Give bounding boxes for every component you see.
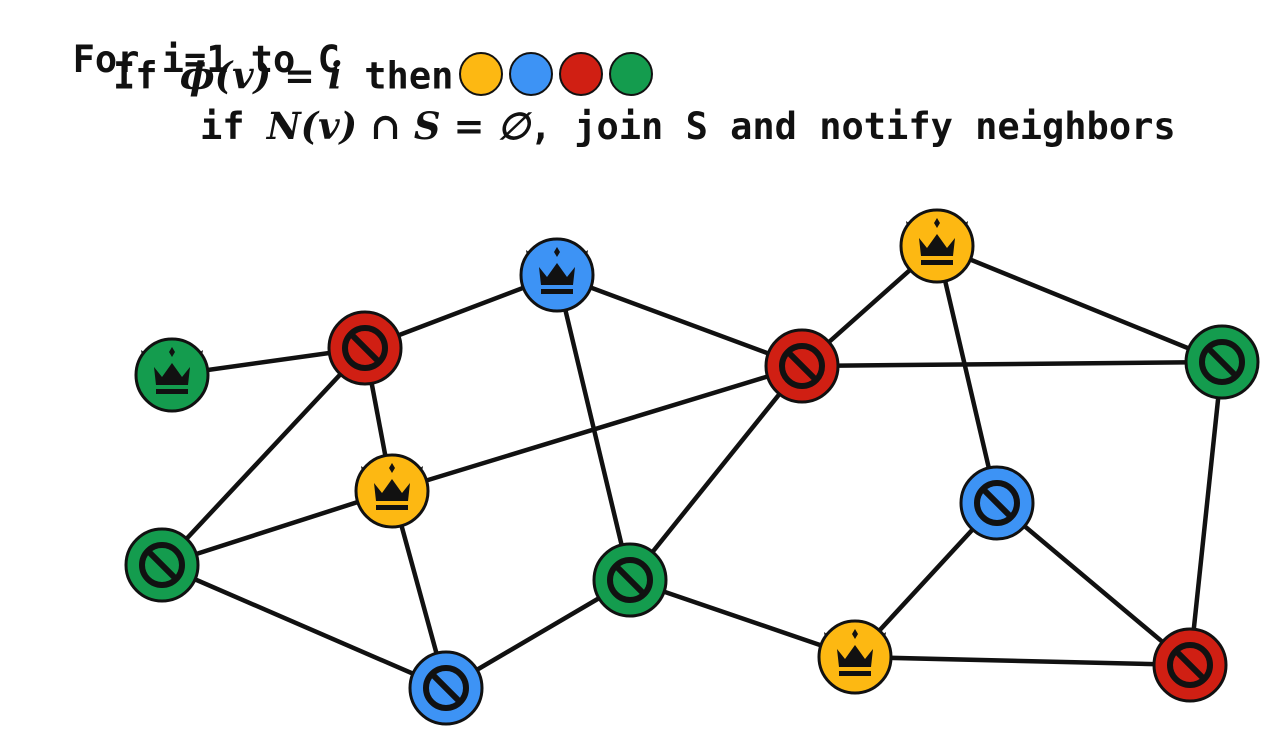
crown-icon bbox=[837, 645, 873, 667]
blocked-ring bbox=[1199, 339, 1245, 385]
edge-n9-n10 bbox=[936, 243, 1223, 365]
crown-jewel bbox=[934, 218, 940, 228]
edge-n4-n5 bbox=[161, 488, 393, 568]
blocked-slash bbox=[348, 331, 382, 365]
edge-n5-n6 bbox=[161, 562, 447, 691]
crown-jewel bbox=[554, 247, 560, 257]
edge-n3-n8 bbox=[556, 272, 803, 369]
then-keyword: then bbox=[342, 54, 454, 98]
for-loop-text: For i=1 to C bbox=[72, 38, 340, 81]
blocked-slash bbox=[613, 563, 647, 597]
if-keyword-inner: if bbox=[200, 105, 267, 148]
crown-spark bbox=[964, 221, 968, 227]
edge-n8-n10 bbox=[801, 359, 1223, 369]
crown-spark bbox=[199, 350, 203, 356]
crown-spark bbox=[361, 466, 365, 472]
crown-spark bbox=[141, 350, 145, 356]
crown-base bbox=[376, 505, 408, 510]
edge-n4-n8 bbox=[391, 363, 803, 494]
crown-spark bbox=[419, 466, 423, 472]
crown-jewel bbox=[169, 347, 175, 357]
crown-icon bbox=[539, 263, 575, 285]
blocked-ring bbox=[607, 557, 653, 603]
crown-jewel bbox=[852, 629, 858, 639]
node-n13-red-blocked bbox=[1152, 627, 1228, 703]
node-n3-blue-crown bbox=[519, 237, 595, 313]
color-swatch-row bbox=[453, 52, 654, 98]
crown-icon bbox=[919, 234, 955, 256]
blocked-slash bbox=[980, 486, 1014, 520]
crown-spark bbox=[584, 250, 588, 256]
node-n10-green-blocked bbox=[1184, 324, 1260, 400]
blocked-slash bbox=[429, 671, 463, 705]
node-n11-blue-blocked bbox=[959, 465, 1035, 541]
node-n2-red-blocked bbox=[327, 310, 403, 386]
join-notify-text: , join S and notify neighbors bbox=[529, 105, 1176, 148]
blocked-ring bbox=[139, 542, 185, 588]
edge-n2-n5 bbox=[160, 346, 367, 567]
blocked-ring bbox=[974, 480, 1020, 526]
crown-base bbox=[156, 389, 188, 394]
pseudocode-line-1: For i=1 to C bbox=[28, 4, 340, 78]
crown-base bbox=[541, 289, 573, 294]
edge-n10-n13 bbox=[1187, 361, 1225, 666]
yellow-color-swatch bbox=[459, 52, 504, 96]
node-n5-green-blocked bbox=[124, 527, 200, 603]
blocked-slash bbox=[785, 349, 819, 383]
edge-n9-n11 bbox=[934, 245, 1000, 504]
crown-spark bbox=[824, 632, 828, 638]
pseudocode-line-3: if N(v) ∩ S = ∅, join S and notify neigh… bbox=[200, 105, 1176, 148]
pseudocode-line-2: If ϕ(v) = i then bbox=[113, 52, 654, 100]
edge-n12-n13 bbox=[854, 654, 1191, 668]
neighborhood-condition-math: N(v) ∩ S = ∅ bbox=[266, 104, 530, 148]
node-n12-yellow-crown bbox=[817, 619, 893, 695]
node-n1-green-crown bbox=[134, 337, 210, 413]
edge-n7-n12 bbox=[629, 577, 856, 660]
green-color-swatch bbox=[609, 52, 654, 96]
crown-icon bbox=[154, 363, 190, 385]
red-color-swatch bbox=[559, 52, 604, 96]
crown-spark bbox=[882, 632, 886, 638]
node-n7-green-blocked bbox=[592, 542, 668, 618]
node-n8-red-blocked bbox=[764, 328, 840, 404]
if-keyword: If bbox=[113, 54, 180, 98]
edge-n11-n13 bbox=[995, 501, 1192, 667]
crown-icon bbox=[374, 479, 410, 501]
blocked-slash bbox=[1173, 648, 1207, 682]
coloring-condition-math: ϕ(v) = i bbox=[179, 53, 342, 98]
blue-color-swatch bbox=[509, 52, 554, 96]
blocked-ring bbox=[342, 325, 388, 371]
graph-nodes bbox=[124, 208, 1260, 726]
edge-n7-n8 bbox=[628, 364, 804, 582]
crown-base bbox=[921, 260, 953, 265]
node-n6-blue-blocked bbox=[408, 650, 484, 726]
blocked-ring bbox=[423, 665, 469, 711]
crown-jewel bbox=[389, 463, 395, 473]
blocked-ring bbox=[1167, 642, 1213, 688]
node-n4-yellow-crown bbox=[354, 453, 430, 529]
crown-base bbox=[839, 671, 871, 676]
crown-spark bbox=[906, 221, 910, 227]
crown-spark bbox=[526, 250, 530, 256]
node-n9-yellow-crown bbox=[899, 208, 975, 284]
blocked-slash bbox=[1205, 345, 1239, 379]
blocked-ring bbox=[779, 343, 825, 389]
blocked-slash bbox=[145, 548, 179, 582]
graph-edges bbox=[160, 243, 1225, 691]
